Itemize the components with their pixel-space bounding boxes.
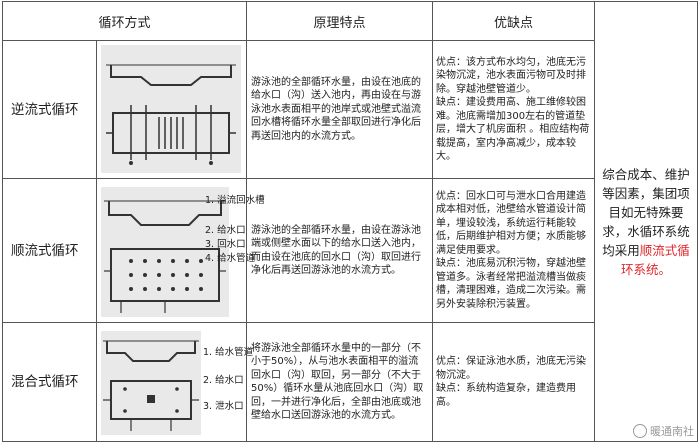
- cons-forward: 缺点：池底易沉积污物，穿越池壁管道多。泳者经常把溢流槽当做痰槽，清理困难，造成二…: [436, 258, 587, 310]
- conclusion-cell: 综合成本、维护等因素，集团项目如无特殊要求，水循环系统均采用顺流式循环系统。: [594, 1, 699, 442]
- header-mode: 循环方式: [1, 1, 248, 41]
- pros-cons-forward: 优点：回水口可与泄水口合用建造成本相对低，池壁给水管道设计简单，埋设较浅，系统运…: [432, 178, 596, 323]
- table-row-mixed: 混合式循环 1. 给水管道 2. 给水口 3. 泄水口 将游泳池全: [2, 322, 698, 442]
- conclusion-highlight: 顺流式循环系统。: [621, 242, 690, 277]
- mixed-flow-diagram: [101, 331, 201, 435]
- mode-name-reverse: 逆流式循环: [2, 40, 97, 179]
- reverse-flow-schematic: [106, 64, 236, 165]
- reverse-flow-diagram: [101, 45, 241, 173]
- pros-cons-mixed: 优点：保证泳池水质，池底无污染物沉淀。 缺点：系统构造复杂，建造费用高。: [432, 322, 596, 442]
- pros-mixed: 优点：保证泳池水质，池底无污染物沉淀。: [436, 356, 587, 381]
- pros-forward: 优点：回水口可与泄水口合用建造成本相对低，池壁给水管道设计简单，埋设较浅，系统运…: [436, 190, 587, 256]
- mixed-flow-schematic: [103, 340, 199, 431]
- diagram-cell-reverse: [95, 40, 248, 179]
- cons-mixed: 缺点：系统构造复杂，建造费用高。: [436, 383, 577, 408]
- principle-reverse: 游泳池的全部循环水量，由设在池底的给水口（沟）送入池内，再由设在与游泳池水表面相…: [246, 40, 434, 179]
- forward-label-1: 1. 溢流回水槽: [205, 195, 265, 206]
- forward-label-2: 2. 给水口: [205, 225, 246, 236]
- forward-label-3: 3. 回水口: [205, 239, 246, 250]
- watermark-text: 暖通南社: [650, 425, 694, 438]
- header-principle: 原理特点: [246, 1, 434, 41]
- principle-forward: 游泳池的全部循环水量，由设在游泳池端或侧壁水面以下的给水口送入池内，而由设在池底…: [246, 178, 434, 323]
- pros-cons-reverse: 优点：该方式布水均匀，池底无污染物沉淀，池水表面污物可及时排除。穿越池壁管道少。…: [432, 40, 596, 179]
- mixed-label-2: 2. 给水口: [203, 375, 244, 386]
- mode-name-forward: 顺流式循环: [2, 178, 97, 323]
- principle-mixed: 将游泳池全部循环水量中的一部分（不小于50%），从与池水表面相平的溢流回水口（沟…: [246, 322, 434, 442]
- mixed-label-3: 3. 泄水口: [203, 401, 244, 412]
- watermark: 暖通南社: [633, 423, 694, 439]
- forward-label-4: 4. 给水管道: [205, 253, 256, 264]
- mode-name-mixed: 混合式循环: [2, 322, 97, 442]
- conclusion-text: 综合成本、维护等因素，集团项目如无特殊要求，水循环系统均采用: [602, 166, 690, 258]
- table-row-forward: 顺流式循环 1. 溢流回水槽: [2, 178, 698, 323]
- mixed-label-1: 1. 给水管道: [203, 347, 254, 358]
- forward-flow-schematic: [104, 200, 226, 313]
- forward-flow-diagram: [101, 187, 229, 317]
- weibo-logo-icon: [633, 424, 647, 438]
- pros-reverse: 优点：该方式布水均匀，池底无污染物沉淀，池水表面污物可及时排除。穿越池壁管道少。: [436, 56, 587, 95]
- diagram-cell-mixed: 1. 给水管道 2. 给水口 3. 泄水口: [95, 322, 253, 442]
- diagram-cell-forward: 1. 溢流回水槽 2. 给水口 3. 回水口 4. 给水管道: [95, 178, 265, 323]
- cons-reverse: 缺点：建设费用高、施工维修较困难。池底需增加300左右的管道垫层，增大了机房面积…: [436, 97, 590, 162]
- table-row-reverse: 逆流式循环 游泳池的全部循环水量，由设在池底的: [2, 40, 698, 179]
- header-pros-cons: 优缺点: [432, 1, 596, 41]
